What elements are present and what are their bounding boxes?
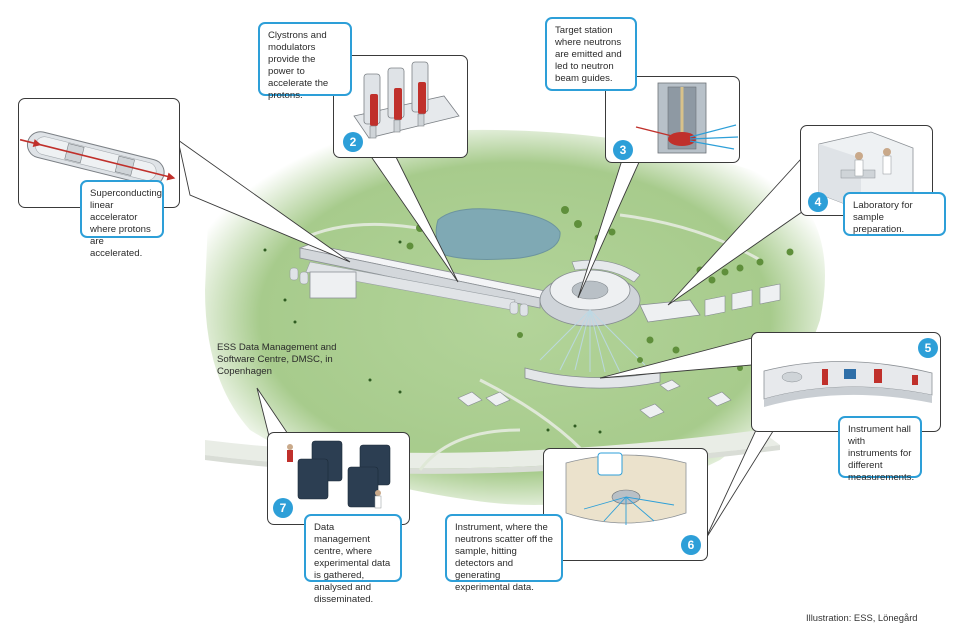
tank-4 bbox=[519, 303, 529, 317]
dmsc-label: ESS Data Management and Software Centre,… bbox=[217, 342, 337, 377]
badge-2: 2 bbox=[343, 132, 363, 152]
badge-5: 5 bbox=[918, 338, 938, 358]
callout-accelerator: Superconducting linear accelerator where… bbox=[80, 180, 164, 259]
tank-1 bbox=[289, 267, 299, 281]
instrument-hall-building bbox=[524, 367, 661, 389]
tank-2 bbox=[299, 271, 309, 285]
path-lower bbox=[418, 428, 521, 471]
callout-klystrons: Clystrons and modulators provide the pow… bbox=[258, 22, 352, 101]
leader-lines bbox=[177, 138, 813, 541]
front-building bbox=[309, 271, 357, 299]
small-building-2 bbox=[485, 391, 511, 407]
accelerator-wall bbox=[299, 247, 541, 309]
callout-data-centre: Data management centre, where experiment… bbox=[304, 514, 402, 605]
small-building-3 bbox=[639, 403, 665, 419]
badge-7: 7 bbox=[273, 498, 293, 518]
panel-instrument-hall-illustration bbox=[751, 332, 941, 432]
instrument-illustration bbox=[565, 452, 687, 525]
target-core bbox=[571, 280, 609, 300]
tree-shrubs bbox=[263, 240, 602, 434]
beam-lines bbox=[539, 309, 646, 373]
data-centre-illustration bbox=[287, 440, 391, 509]
small-building-5 bbox=[659, 379, 681, 392]
callout-target: Target station where neutrons are emitte… bbox=[545, 17, 637, 91]
small-building-1 bbox=[457, 391, 483, 407]
lab-wing-2 bbox=[731, 289, 753, 311]
badge-6: 6 bbox=[681, 535, 701, 555]
callout-instrument: Instrument, where the neutrons scatter o… bbox=[445, 514, 563, 593]
illustration-credit: Illustration: ESS, Lönegård bbox=[806, 612, 918, 623]
target-station-illustration bbox=[635, 82, 739, 154]
callout-lab: Laboratory for sample preparation. bbox=[843, 192, 946, 236]
small-building-4 bbox=[707, 391, 732, 407]
lab-wing-3 bbox=[759, 283, 781, 305]
badge-4: 4 bbox=[808, 192, 828, 212]
instrument-hall-illustration bbox=[763, 361, 933, 407]
path-loop-2 bbox=[619, 213, 761, 262]
klystrons-illustration bbox=[353, 61, 460, 139]
badge-3: 3 bbox=[613, 140, 633, 160]
accelerator-tube-illustration bbox=[19, 131, 176, 186]
tank-3 bbox=[509, 301, 519, 315]
panel-instrument-illustration bbox=[543, 448, 708, 561]
callout-instrument-hall: Instrument hall with instruments for dif… bbox=[838, 416, 922, 483]
lab-wing-1 bbox=[704, 295, 726, 317]
